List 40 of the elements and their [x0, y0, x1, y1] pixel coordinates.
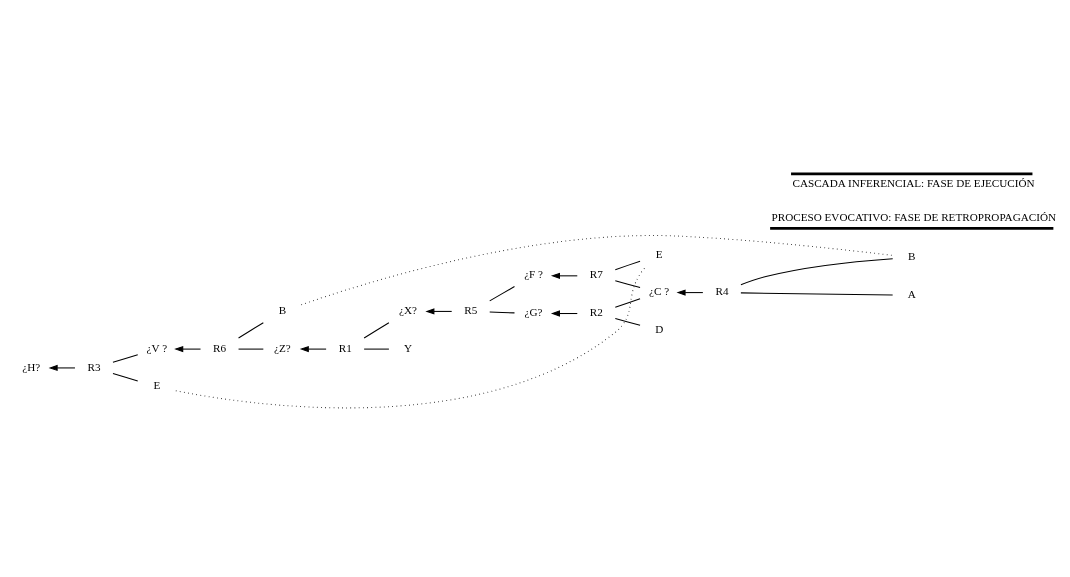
- arrow: [299, 345, 327, 352]
- node-text: ¿C ?: [649, 284, 670, 297]
- connector: [614, 260, 641, 270]
- connector: [489, 311, 515, 313]
- node-text: D: [655, 322, 664, 335]
- node-text: B: [908, 249, 916, 262]
- node-text: ¿H?: [22, 360, 41, 373]
- connector: [112, 353, 139, 363]
- node-text: E: [655, 247, 663, 260]
- node-text: R4: [715, 284, 729, 297]
- connector: [489, 285, 515, 301]
- label: PROCESO EVOCATIVO: FASE DE RETROPROPAGACIÓN: [771, 210, 1057, 223]
- node-text: ¿Z?: [274, 341, 291, 354]
- arrow: [174, 345, 202, 352]
- connector: [614, 297, 641, 308]
- connector: [363, 321, 390, 338]
- node-text: E: [153, 378, 161, 391]
- node-text: ¿X?: [399, 303, 418, 316]
- connector: [175, 266, 646, 408]
- connector: [740, 291, 894, 296]
- connector: [300, 234, 894, 305]
- node-text: ¿G?: [524, 305, 543, 318]
- node-text: ¿F ?: [524, 267, 544, 280]
- node-text: R1: [338, 341, 352, 354]
- node-text: R2: [589, 305, 603, 318]
- node-text: R7: [589, 267, 603, 280]
- connector: [740, 257, 894, 285]
- connector: [614, 279, 641, 288]
- node-text: ¿V ?: [146, 341, 168, 354]
- node-text: R3: [87, 360, 101, 373]
- node-text: R5: [464, 303, 478, 316]
- node-text: A: [907, 287, 916, 300]
- arrow: [48, 364, 76, 371]
- connector: [614, 317, 641, 326]
- node-text: B: [278, 303, 287, 316]
- connector: [112, 372, 139, 382]
- node-text: R6: [213, 341, 227, 354]
- connector: [238, 321, 264, 338]
- label: CASCADA INFERENCIAL: FASE DE EJECUCIÓN: [792, 176, 1035, 189]
- node-text: Y: [403, 341, 413, 354]
